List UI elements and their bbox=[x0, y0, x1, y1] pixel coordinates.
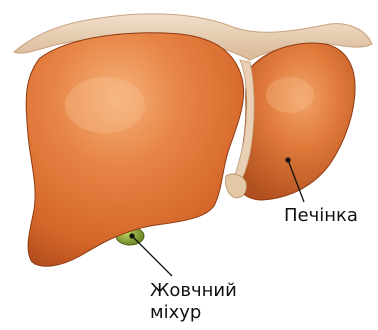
gallbladder-leader-dot bbox=[129, 233, 134, 238]
gallbladder-label: Жовчний міхур bbox=[150, 280, 237, 324]
liver-leader-dot bbox=[285, 157, 290, 162]
gallbladder-label-line1: Жовчний bbox=[150, 280, 237, 302]
gallbladder-label-line2: міхур bbox=[150, 302, 237, 324]
right-lobe-highlight bbox=[65, 77, 145, 133]
gallbladder-leader-line bbox=[132, 236, 172, 276]
liver-label: Печінка bbox=[284, 205, 358, 227]
left-lobe-highlight bbox=[266, 77, 314, 113]
